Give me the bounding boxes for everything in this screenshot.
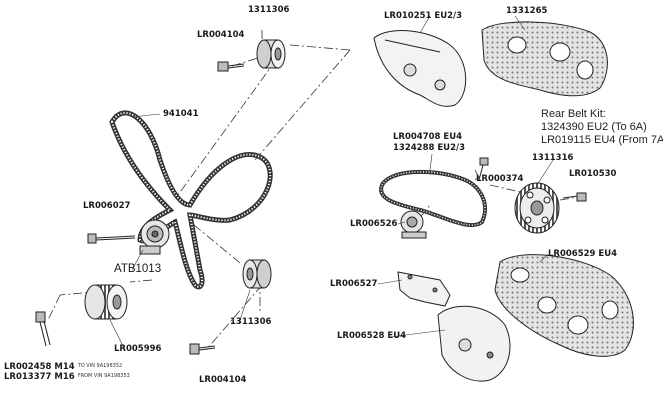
cam-sprocket-1311316 [514,182,560,234]
timing-cover-lr010251 [373,30,467,107]
label-lr013377-note: FROM VIN 9A198353 [77,373,130,379]
kit-note-title: Rear Belt Kit: [541,108,606,120]
timing-belt [379,169,488,228]
label-lr006527: LR006527 [330,279,378,289]
label-lr002458-note: TO VIN 9A198352 [77,363,123,369]
tensioner-lr006526 [400,210,427,239]
rear-belt-kit-note: Rear Belt Kit: 1324390 EU2 (To 6A) LR019… [541,108,663,148]
label-1331265: 1331265 [506,6,548,16]
inner-cover-lr006528 [437,305,511,382]
tensioner-atb1013 [139,219,170,255]
label-1311306-top: 1311306 [248,5,290,15]
label-lr002458-text: LR002458 M14 [4,362,75,372]
crank-pulley-lr005996 [84,284,128,320]
label-1311316: 1311316 [532,153,574,163]
rear-cover-1331265 [481,21,608,97]
label-1324288: 1324288 EU2/3 [393,143,466,153]
inner-cover-lr006527 [397,271,451,307]
bolt-bottom [189,343,216,355]
kit-note-line2: LR019115 EU4 (From 7A) [541,134,663,147]
bolt-lr010530 [562,192,587,202]
bolt-lr006027 [87,233,136,244]
label-1311306-bottom: 1311306 [230,317,272,327]
idler-pulley-top [256,39,286,69]
label-lr010530: LR010530 [569,169,617,179]
label-lr010251: LR010251 EU2/3 [384,11,463,21]
leader-lines [109,15,554,351]
front-cover-lr006529 [494,254,634,357]
label-lr004708: LR004708 EU4 [393,132,463,142]
label-lr000374: LR000374 [476,174,524,184]
label-lr006526: LR006526 [350,219,398,229]
label-lr004104-bottom: LR004104 [199,375,247,385]
serpentine-belt-941041 [109,110,273,290]
kit-note-line1: 1324390 EU2 (To 6A) [541,121,647,134]
label-atb1013: ATB1013 [114,263,162,275]
bolt-top [217,61,245,72]
label-lr006528: LR006528 EU4 [337,331,407,341]
label-lr006529: LR006529 EU4 [548,249,618,259]
crank-bolt [35,311,51,347]
idler-pulley-bottom [242,259,272,289]
label-941041: 941041 [163,109,199,119]
label-lr006027: LR006027 [83,201,131,211]
label-lr013377-text: LR013377 M16 [4,372,75,382]
label-lr005996: LR005996 [114,344,162,354]
label-lr004104-top: LR004104 [197,30,245,40]
bolt-lr000374 [478,157,489,181]
